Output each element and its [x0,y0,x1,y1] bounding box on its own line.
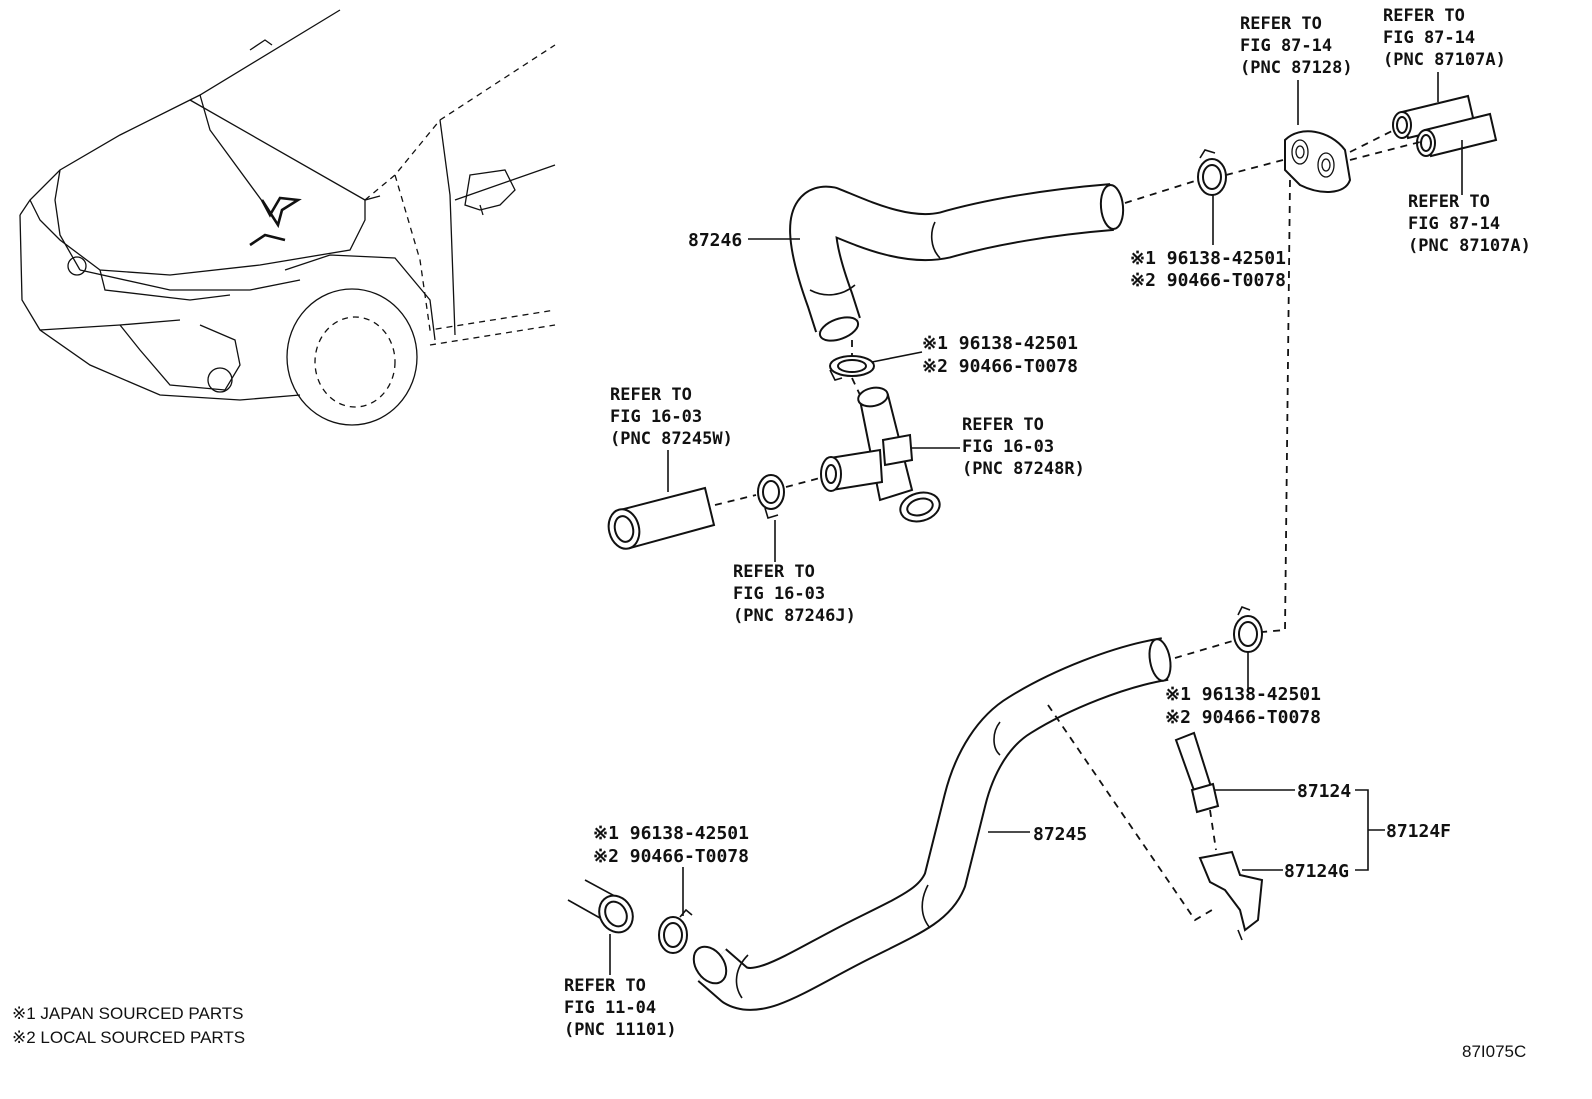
svg-text:※2 90466-T0078: ※2 90466-T0078 [1130,270,1286,291]
svg-text:※1 96138-42501: ※1 96138-42501 [1165,684,1321,705]
svg-text:REFER TO: REFER TO [1240,14,1322,34]
svg-text:(PNC 11101): (PNC 11101) [564,1020,677,1040]
svg-text:REFER TO: REFER TO [1408,192,1490,212]
reference-87107a-bottom: REFER TO FIG 87-14 (PNC 87107A) [1408,140,1531,256]
clamp-upper [1197,149,1227,196]
svg-text:REFER TO: REFER TO [610,385,692,405]
heater-pipes-87107a [1392,94,1498,158]
svg-text:(PNC 87107A): (PNC 87107A) [1408,236,1531,256]
svg-text:(PNC 87246J): (PNC 87246J) [733,606,856,626]
svg-text:※2 90466-T0078: ※2 90466-T0078 [1165,707,1321,728]
svg-text:FIG 11-04: FIG 11-04 [564,998,656,1018]
svg-text:※1 96138-42501: ※1 96138-42501 [922,333,1078,354]
part-number-87246: 87246 [688,230,742,251]
reference-87245w: REFER TO FIG 16-03 (PNC 87245W) [610,385,733,492]
svg-text:※2 90466-T0078: ※2 90466-T0078 [922,356,1078,377]
grommet-87128 [1284,130,1352,193]
svg-text:87124G: 87124G [1284,861,1349,882]
callout-valve-assembly: 87124 87124F 87124G [1215,781,1451,882]
hose-stub-11101 [567,879,634,934]
reference-87128: REFER TO FIG 87-14 (PNC 87128) [1240,14,1353,125]
svg-text:(PNC 87128): (PNC 87128) [1240,58,1353,78]
svg-text:FIG 16-03: FIG 16-03 [733,584,825,604]
svg-text:(PNC 87245W): (PNC 87245W) [610,429,733,449]
hose-87246 [789,183,1125,342]
sourcing-notes: ※1 JAPAN SOURCED PARTS ※2 LOCAL SOURCED … [12,1004,245,1047]
note-local-sourced: ※2 LOCAL SOURCED PARTS [12,1028,245,1047]
clamp-lower-left [658,908,693,954]
svg-text:FIG 87-14: FIG 87-14 [1240,36,1332,56]
svg-text:REFER TO: REFER TO [564,976,646,996]
figure-code: 87I075C [1462,1042,1526,1061]
part-number-87245: 87245 [1033,824,1087,845]
reference-11101: REFER TO FIG 11-04 (PNC 11101) [564,934,677,1040]
svg-text:※1 96138-42501: ※1 96138-42501 [1130,248,1286,269]
callout-clamp-lower-right: ※1 96138-42501 ※2 90466-T0078 [1165,652,1321,728]
hose-stub-87245w [607,486,716,550]
svg-text:87124: 87124 [1297,781,1351,802]
svg-text:FIG 16-03: FIG 16-03 [610,407,702,427]
clamp-hose-outlet [829,355,875,381]
svg-text:REFER TO: REFER TO [1383,6,1465,26]
car-illustration [19,9,556,426]
svg-text:(PNC 87248R): (PNC 87248R) [962,459,1085,479]
callout-clamp-lower-left: ※1 96138-42501 ※2 90466-T0078 [593,823,749,916]
clamp-lower-right [1233,605,1263,653]
svg-text:REFER TO: REFER TO [733,562,815,582]
svg-text:REFER TO: REFER TO [962,415,1044,435]
svg-text:FIG 87-14: FIG 87-14 [1383,28,1475,48]
svg-text:FIG 16-03: FIG 16-03 [962,437,1054,457]
note-japan-sourced: ※1 JAPAN SOURCED PARTS [12,1004,244,1023]
svg-text:87124F: 87124F [1386,821,1451,842]
reference-87107a-top: REFER TO FIG 87-14 (PNC 87107A) [1383,6,1506,102]
callout-clamp-upper: ※1 96138-42501 ※2 90466-T0078 [1130,195,1286,291]
reference-87246j: REFER TO FIG 16-03 (PNC 87246J) [733,520,856,626]
valve-bracket-87124g [1198,850,1264,941]
callout-clamp-outlet: ※1 96138-42501 ※2 90466-T0078 [871,333,1078,377]
svg-text:※1 96138-42501: ※1 96138-42501 [593,823,749,844]
svg-text:※2 90466-T0078: ※2 90466-T0078 [593,846,749,867]
reference-87248r: REFER TO FIG 16-03 (PNC 87248R) [912,415,1085,479]
hose-87245 [692,637,1172,1011]
clamp-t-joint [757,474,785,519]
svg-text:FIG 87-14: FIG 87-14 [1408,214,1500,234]
water-valve-87124 [1174,731,1220,814]
t-joint [820,386,941,523]
svg-text:(PNC 87107A): (PNC 87107A) [1383,50,1506,70]
